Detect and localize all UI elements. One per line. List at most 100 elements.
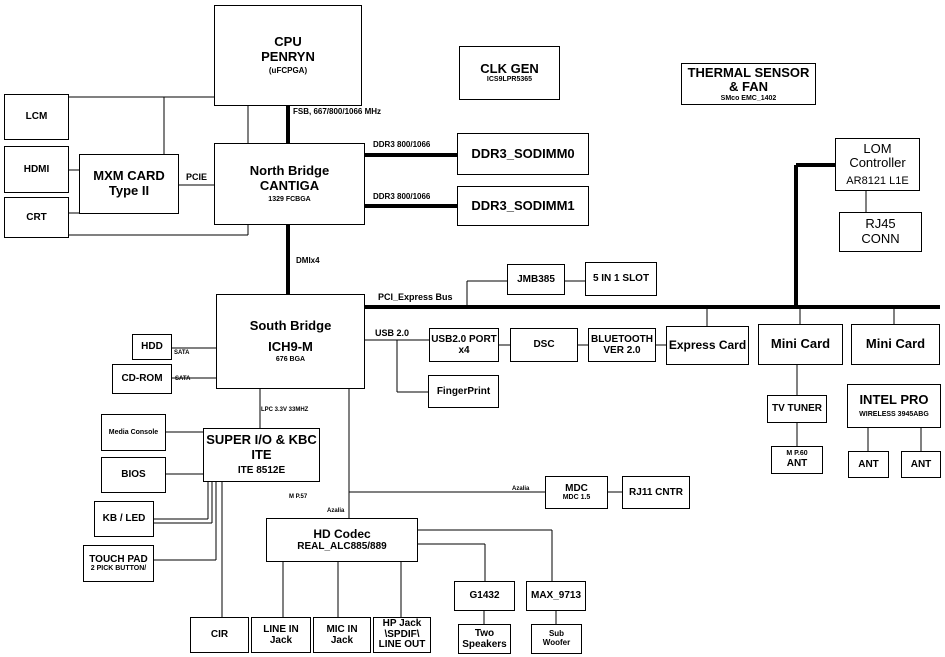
fingerprint-label: FingerPrint xyxy=(436,385,491,397)
hd-codec-block: HD Codec REAL_ALC885/889 xyxy=(266,518,418,562)
hp-jack-line2: \SPDIF\ xyxy=(384,628,420,640)
bluetooth-line1: BLUETOOTH xyxy=(590,333,654,345)
line-in-block: LINE IN Jack xyxy=(251,617,311,653)
touchpad-line2: 2 PICK BUTTON/ xyxy=(90,565,147,573)
express-card-block: Express Card xyxy=(666,326,749,365)
hp-jack-block: HP Jack \SPDIF\ LINE OUT xyxy=(373,617,431,653)
mxm-line2: Type II xyxy=(108,183,150,198)
south-bridge-line1: South Bridge xyxy=(249,318,332,334)
sub-woofer-line1: Sub xyxy=(548,629,565,639)
mic-in-line2: Jack xyxy=(330,635,354,646)
hdmi-label: HDMI xyxy=(23,163,50,175)
mini-card-2-block: Mini Card xyxy=(851,324,940,365)
two-speakers-block: Two Speakers xyxy=(458,624,511,654)
tv-tuner-label: TV TUNER xyxy=(772,403,822,415)
hdd-block: HDD xyxy=(132,334,172,360)
ant-b-label: ANT xyxy=(910,458,932,470)
jmb385-label: JMB385 xyxy=(517,273,555,285)
usb-label: USB 2.0 xyxy=(375,328,410,338)
fsb-label: FSB, 667/800/1066 MHz xyxy=(293,107,382,116)
bios-block: BIOS xyxy=(101,457,166,493)
north-bridge-package: 1329 FCBGA xyxy=(268,196,311,204)
super-io-line2: ITE xyxy=(251,446,272,462)
mdc-block: MDC MDC 1.5 xyxy=(545,476,608,509)
tv-tuner-block: TV TUNER xyxy=(767,395,827,423)
pci-express-label: PCI_Express Bus xyxy=(378,292,453,302)
media-console-block: Media Console xyxy=(101,414,166,451)
jmb385-block: JMB385 xyxy=(507,264,565,295)
two-speakers-line2: Speakers xyxy=(462,639,507,650)
azalia-label-a: Azalia xyxy=(327,508,345,514)
dsc-label: DSC xyxy=(533,339,555,351)
dsc-block: DSC xyxy=(510,328,578,362)
cdrom-block: CD-ROM xyxy=(112,364,172,394)
north-bridge-block: North Bridge CANTIGA 1329 FCBGA xyxy=(214,143,365,225)
bios-label: BIOS xyxy=(121,469,146,481)
bluetooth-block: BLUETOOTH VER 2.0 xyxy=(588,328,656,362)
thermal-line1: THERMAL SENSOR xyxy=(687,64,810,80)
hp-jack-line3: LINE OUT xyxy=(378,639,426,651)
five-in-one-slot-block: 5 IN 1 SLOT xyxy=(585,262,657,296)
ant-a-block: ANT xyxy=(848,451,889,478)
lom-controller-block: LOM Controller AR8121 L1E xyxy=(835,138,920,191)
mxm-card-block: MXM CARD Type II xyxy=(79,154,179,214)
cpu-model: PENRYN xyxy=(261,48,315,64)
rj11-label: RJ11 CNTR xyxy=(629,486,683,498)
mic-in-line1: MIC IN xyxy=(326,623,358,635)
ddr3-sodimm1-block: DDR3_SODIMM1 xyxy=(457,186,589,226)
mini-card-1-block: Mini Card xyxy=(758,324,843,365)
fingerprint-block: FingerPrint xyxy=(428,375,499,408)
mdc-title: MDC xyxy=(565,482,588,494)
sub-woofer-block: Sub Woofer xyxy=(531,624,582,654)
ddr3-sodimm1-label: DDR3_SODIMM1 xyxy=(471,197,575,213)
lcm-block: LCM xyxy=(4,94,69,140)
pcie-label: PCIE xyxy=(186,172,208,182)
two-speakers-line1: Two xyxy=(474,627,495,639)
crt-block: CRT xyxy=(4,197,69,238)
tv-ant-label: ANT xyxy=(786,458,808,470)
hdmi-block: HDMI xyxy=(4,146,69,193)
south-bridge-package: 676 BGA xyxy=(275,356,306,364)
hdd-label: HDD xyxy=(141,341,163,353)
south-bridge-line2: ICH9-M xyxy=(268,338,313,354)
mic-in-block: MIC IN Jack xyxy=(313,617,371,653)
usb-port-line2: x4 xyxy=(458,345,470,356)
clk-gen-block: CLK GEN ICS9LPR5365 xyxy=(459,46,560,100)
hd-codec-line2: REAL_ALC885/889 xyxy=(297,541,387,553)
hp-jack-line1: HP Jack xyxy=(382,618,422,630)
touchpad-block: TOUCH PAD 2 PICK BUTTON/ xyxy=(83,545,154,582)
intel-pro-part: WIRELESS 3945ABG xyxy=(859,410,929,418)
tv-ant-block: M P.60 ANT xyxy=(771,446,823,474)
g1432-block: G1432 xyxy=(454,581,515,611)
express-card-label: Express Card xyxy=(668,337,747,352)
rj45-line2: CONN xyxy=(861,231,900,246)
bluetooth-line2: VER 2.0 xyxy=(603,345,641,356)
lpc-label: LPC 3.3V 33MHZ xyxy=(261,407,309,413)
lom-part: AR8121 L1E xyxy=(846,174,909,187)
thermal-part: SMco EMC_1402 xyxy=(720,94,777,102)
dmi-label: DMIx4 xyxy=(296,256,320,265)
line-in-line2: Jack xyxy=(269,635,293,646)
super-io-part: ITE 8512E xyxy=(237,465,286,477)
north-bridge-line1: North Bridge xyxy=(249,163,330,179)
tv-ant-ref: M P.60 xyxy=(786,450,808,458)
max9713-label: MAX_9713 xyxy=(530,590,582,602)
cdrom-label: CD-ROM xyxy=(121,373,163,385)
super-io-block: SUPER I/O & KBC ITE ITE 8512E xyxy=(203,428,320,482)
ddr3-sodimm0-block: DDR3_SODIMM0 xyxy=(457,133,589,175)
media-console-label: Media Console xyxy=(108,428,159,436)
rj45-block: RJ45 CONN xyxy=(839,212,922,252)
usb-port-line1: USB2.0 PORT xyxy=(431,333,497,345)
five-in-one-label: 5 IN 1 SLOT xyxy=(592,273,650,285)
kb-led-label: KB / LED xyxy=(102,513,146,525)
lom-line1: LOM xyxy=(863,140,892,156)
usb-port-block: USB2.0 PORT x4 xyxy=(429,328,499,362)
rj11-block: RJ11 CNTR xyxy=(622,476,690,509)
cpu-package: (uFCPGA) xyxy=(268,66,308,76)
mdc-part: MDC 1.5 xyxy=(562,494,591,502)
thin-wires xyxy=(69,96,922,624)
ant-b-block: ANT xyxy=(901,451,941,478)
sata-hdd-label: SATA xyxy=(174,350,190,356)
mxm-line1: MXM CARD xyxy=(93,168,165,184)
north-bridge-line2: CANTIGA xyxy=(259,177,320,193)
